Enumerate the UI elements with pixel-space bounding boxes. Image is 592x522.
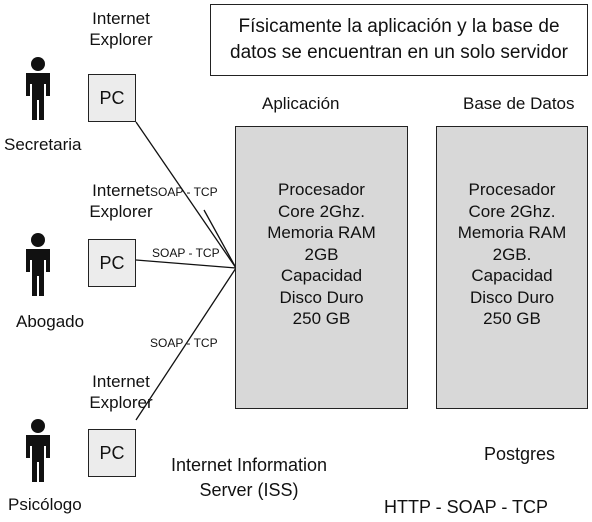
browser-label-secretaria: Internet Explorer: [82, 8, 160, 50]
browser-label-psicologo: Internet Explorer: [82, 371, 160, 413]
note-box: Físicamente la aplicación y la base de d…: [210, 4, 588, 76]
protocol-label-psicologo: SOAP - TCP: [150, 336, 218, 350]
protocol-label-abogado: SOAP - TCP: [152, 246, 220, 260]
connection-line-aux: [203, 209, 237, 269]
app-spec-line: Core 2Ghz.: [278, 201, 365, 221]
role-label-psicologo: Psicólogo: [8, 495, 82, 514]
db-spec-line: Disco Duro: [469, 287, 555, 307]
note-line-2: datos se encuentran en un solo servidor: [230, 42, 568, 63]
browser-label-line1: Internet: [92, 181, 150, 200]
connection-line-secretaria: [135, 121, 237, 269]
browser-label-line2: Explorer: [89, 30, 153, 49]
connection-line-abogado: [135, 259, 237, 269]
db-spec-line: Procesador: [468, 180, 556, 199]
db-spec-line: Memoria RAM: [457, 223, 567, 242]
db-spec-line: Capacidad: [471, 266, 553, 285]
browser-label-line1: Internet: [92, 372, 150, 391]
db-spec-line: 250 GB: [483, 309, 541, 328]
app-caption-line1: Internet Information: [170, 455, 328, 475]
person-icon: [26, 419, 50, 482]
db-column-title: Base de Datos: [463, 94, 575, 113]
app-spec-line: Disco Duro: [279, 287, 364, 307]
role-label-abogado: Abogado: [16, 312, 85, 331]
protocol-label-secretaria: SOAP - TCP: [150, 185, 218, 199]
app-server-caption: Internet Information Server (ISS): [160, 453, 338, 503]
db-server-box: Procesador Core 2Ghz. Memoria RAM 2GB. C…: [436, 126, 588, 409]
app-column-title: Aplicación: [262, 94, 340, 113]
app-spec-line: Memoria RAM: [267, 223, 376, 242]
footer-protocol-label: HTTP - SOAP - TCP: [384, 497, 549, 517]
browser-label-line2: Explorer: [89, 202, 153, 221]
browser-label-line2: Explorer: [89, 393, 153, 412]
app-spec-line: 250 GB: [292, 309, 351, 328]
pc-box-secretaria: PC: [88, 74, 136, 122]
app-spec-line: Capacidad: [280, 266, 363, 285]
person-icon: [26, 233, 50, 296]
db-spec-line: Core 2Ghz.: [468, 201, 556, 221]
db-spec-line: 2GB.: [492, 244, 532, 264]
role-label-secretaria: Secretaria: [4, 135, 82, 154]
app-spec-line: Procesador: [278, 180, 365, 199]
browser-label-abogado: Internet Explorer: [82, 180, 160, 222]
browser-label-line1: Internet: [92, 9, 150, 28]
person-icon: [26, 57, 50, 120]
app-spec-line: 2GB: [304, 244, 339, 264]
note-line-1: Físicamente la aplicación y la base de: [238, 16, 560, 37]
pc-box-psicologo: PC: [88, 429, 136, 477]
app-caption-line2: Server (ISS): [199, 480, 299, 500]
connection-line-psicologo: [135, 267, 237, 421]
db-server-caption: Postgres: [484, 444, 556, 464]
pc-box-abogado: PC: [88, 239, 136, 287]
app-server-box: Procesador Core 2Ghz. Memoria RAM 2GB Ca…: [235, 126, 408, 409]
